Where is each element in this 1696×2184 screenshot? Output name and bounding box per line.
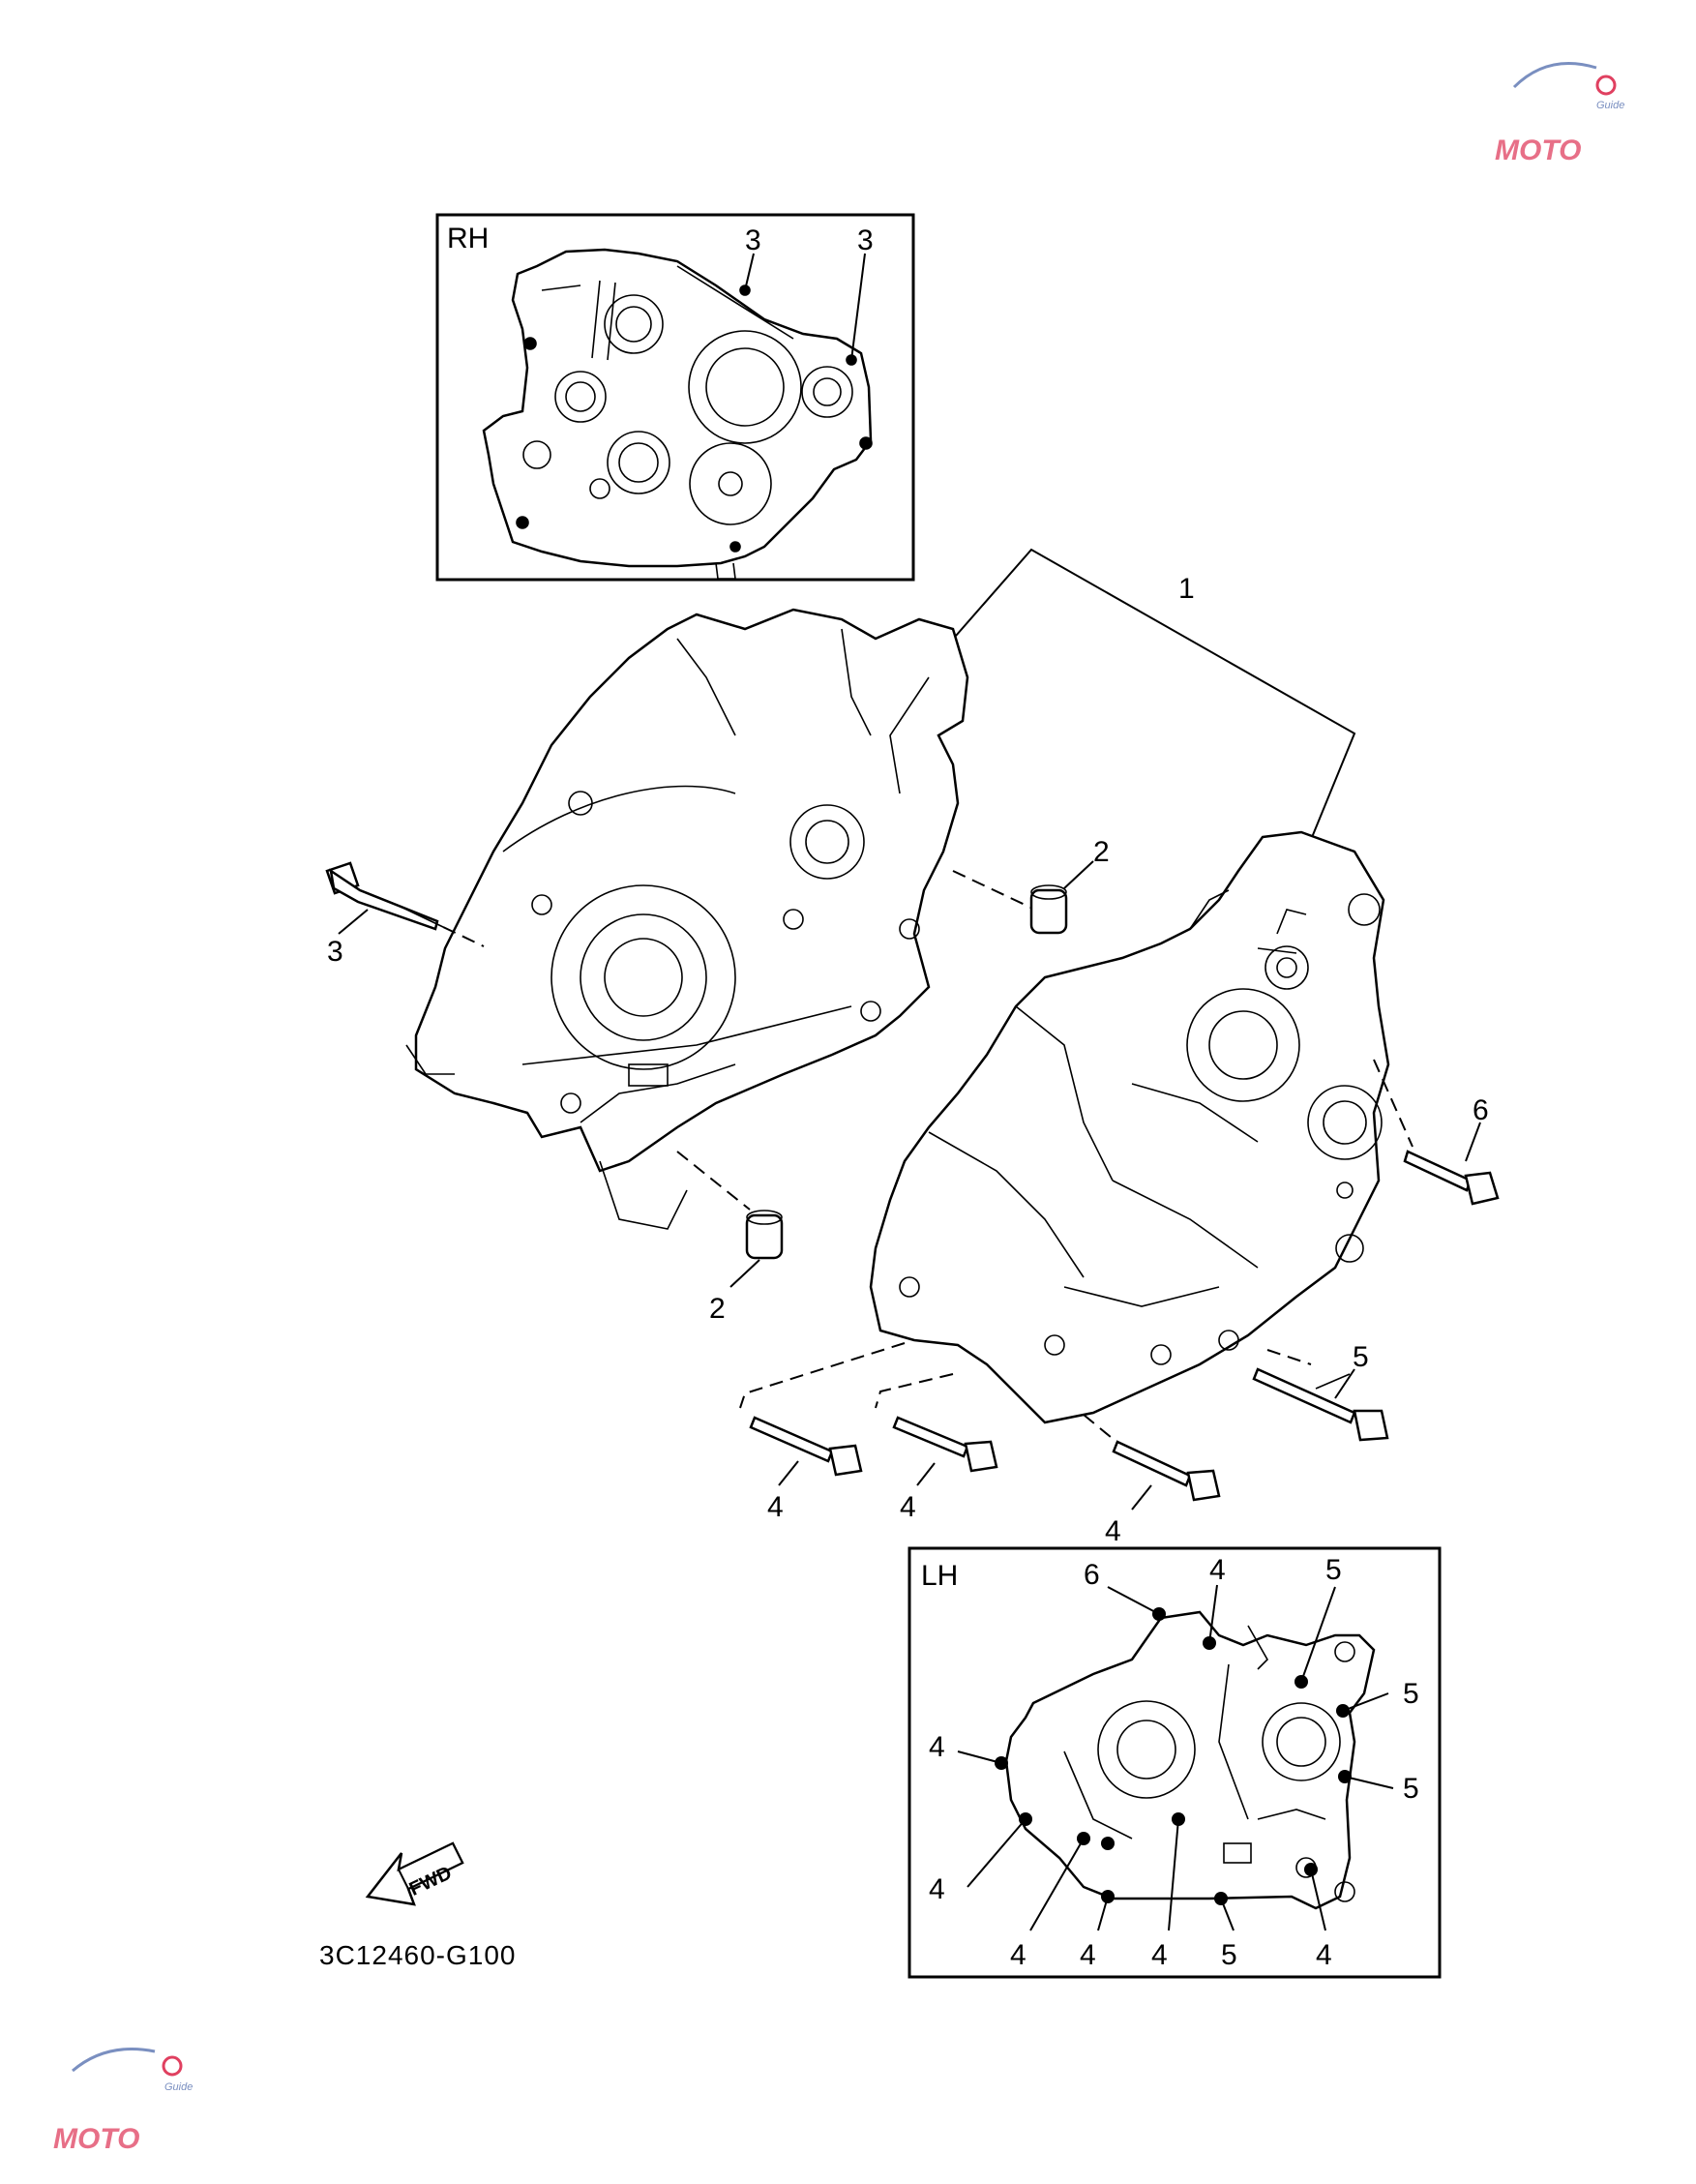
lh-callout-4-left-upper: 4 (929, 1731, 945, 1763)
callout-4-left: 4 (767, 1491, 784, 1523)
lh-callout-5-right-lower: 5 (1403, 1773, 1419, 1805)
watermark-bottom-subtext: Guide (164, 2081, 193, 2093)
lh-callout-4-bottom-1: 4 (1010, 1939, 1027, 1971)
lh-callout-5-right-upper: 5 (1403, 1678, 1419, 1710)
lh-callout-5-bottom: 5 (1221, 1939, 1237, 1971)
bolt-4-b: 4 (875, 1373, 998, 1523)
rh-label: RH (447, 223, 489, 254)
bolt-5: 5 (1252, 1341, 1389, 1442)
rh-crankcase-outline (482, 248, 873, 568)
callout-4-right: 4 (1105, 1515, 1121, 1547)
callout-1: 1 (1178, 573, 1195, 605)
lh-callout-5-top: 5 (1325, 1554, 1342, 1586)
lh-callout-4-bottom-2: 4 (1080, 1939, 1096, 1971)
lh-crankcase-outline (1004, 1610, 1376, 1910)
callout-3-bolt: 3 (327, 936, 343, 968)
watermark-text: MOTO (1495, 135, 1581, 166)
lh-callout-4-bottom-3: 4 (1151, 1939, 1168, 1971)
watermark-top: MOTO Guide (1495, 62, 1624, 166)
callout-2-lower: 2 (709, 1293, 726, 1325)
bolt-4-c: 4 (1083, 1414, 1221, 1547)
lh-callout-4-left-lower: 4 (929, 1873, 945, 1905)
watermark-bottom-text: MOTO (53, 2123, 139, 2155)
lh-callout-4-top: 4 (1209, 1554, 1226, 1586)
part-code: 3C12460-G100 (319, 1940, 516, 1970)
callout-5-bolt: 5 (1353, 1341, 1369, 1373)
bolt-4-a: 4 (739, 1342, 906, 1523)
fwd-arrow-icon: FWD (365, 1841, 464, 1906)
callout-2-upper: 2 (1093, 836, 1110, 868)
lh-inset: LH (908, 1546, 1442, 1979)
lh-callout-4-bottom-4: 4 (1316, 1939, 1332, 1971)
callout-4-middle: 4 (900, 1491, 916, 1523)
crankcase-left-half (869, 830, 1390, 1424)
part-1-bracket: 1 (955, 548, 1356, 853)
rh-callout-3-right: 3 (857, 224, 874, 256)
lh-leader-lines (957, 1584, 1394, 1931)
watermark-bottom: MOTO Guide (53, 2048, 193, 2155)
dowel-pin-lower: 2 (676, 1151, 784, 1325)
crankcase-right-half (405, 608, 969, 1230)
watermark-subtext: Guide (1596, 100, 1624, 111)
dowel-pin-upper: 2 (952, 836, 1110, 935)
lh-label: LH (921, 1560, 958, 1592)
rh-inset: RH 3 3 (435, 213, 915, 582)
rh-callout-3-left: 3 (745, 224, 761, 256)
bolt-6: 6 (1373, 1059, 1500, 1206)
callout-6-bolt: 6 (1473, 1094, 1489, 1126)
lh-callout-6: 6 (1084, 1559, 1100, 1591)
bolt-3: 3 (325, 861, 485, 968)
